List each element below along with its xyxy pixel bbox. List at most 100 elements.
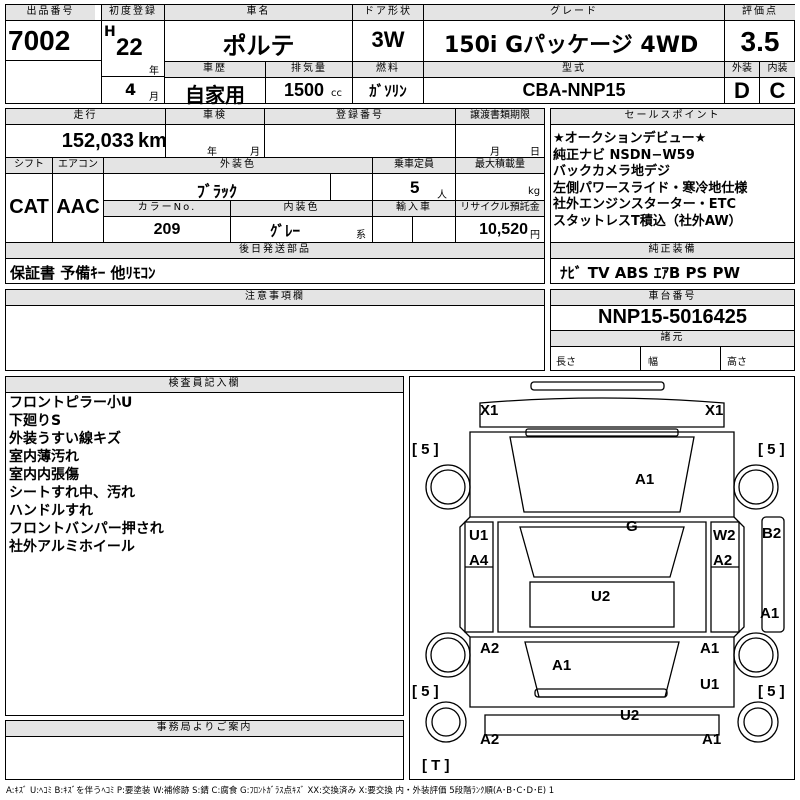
sales-point-line: 純正ナビ NSDN−W59 xyxy=(553,147,695,163)
car-name-label: 車名 xyxy=(165,5,352,20)
shift: CAT xyxy=(9,196,49,218)
year-unit: 年 xyxy=(149,66,159,77)
diag-right-rear-quarter: U1 xyxy=(700,676,720,693)
displacement-label: 排気量 xyxy=(266,62,352,77)
sales-point-line: 社外エンジンスターター・ETC xyxy=(553,197,737,212)
parts-label: 後日発送部品 xyxy=(6,243,544,258)
recycle-label: リサイクル預託金 xyxy=(456,201,544,216)
color-no: 209 xyxy=(153,221,181,238)
color-label: 外装色 xyxy=(104,158,372,173)
caution-block xyxy=(5,289,545,371)
grade: 150i Gパッケージ 4WD xyxy=(444,33,699,58)
dims-label: 諸元 xyxy=(551,331,794,346)
chassis-block xyxy=(550,289,795,371)
ac-label: エアコン xyxy=(53,158,103,173)
diag-right-rear: A1 xyxy=(700,640,720,657)
diag-left-front-door: A4 xyxy=(469,552,489,569)
plate-label: 登録番号 xyxy=(265,109,455,124)
diag-left-pillar: U1 xyxy=(469,527,489,544)
recycle: 10,520 xyxy=(479,221,528,238)
transfer-month-unit: 月 xyxy=(490,147,500,158)
mileage-unit: km xyxy=(138,130,167,152)
diag-rear-left-corner: A2 xyxy=(480,731,500,748)
diag-hood: A1 xyxy=(635,471,655,488)
inspection-label: 車検 xyxy=(166,109,264,124)
door-type: 3W xyxy=(371,27,405,52)
ext-label: 外装 xyxy=(725,62,759,77)
inspector-note: ハンドルすれ xyxy=(9,503,93,519)
int-color: ｸﾞﾚｰ xyxy=(270,222,301,240)
diag-tire-fl: [ 5 ] xyxy=(412,441,439,458)
inspector-block xyxy=(5,376,404,716)
diag-tire-rl: [ 5 ] xyxy=(412,683,439,700)
sales-point-line: スタットレスT積込（社外AW） xyxy=(553,213,742,229)
int-score: C xyxy=(769,78,786,103)
sales-point-label: セールスポイント xyxy=(551,109,794,124)
insp-year-unit: 年 xyxy=(207,147,217,158)
score-label: 評価点 xyxy=(725,5,795,20)
history-label: 車歴 xyxy=(165,62,265,77)
diag-rear-bumper: U2 xyxy=(620,707,640,724)
inspector-note: 下廻りS xyxy=(9,413,62,429)
month-unit: 月 xyxy=(149,92,159,103)
displacement: 1500 xyxy=(284,80,325,100)
height-label: 高さ xyxy=(727,357,747,368)
diag-tire-fr: [ 5 ] xyxy=(758,441,785,458)
load-label: 最大積載量 xyxy=(456,158,544,173)
model-label: 型式 xyxy=(424,62,724,77)
mileage: 152,033 xyxy=(61,130,134,152)
import-label: 輸入車 xyxy=(373,201,455,216)
capacity-label: 乗車定員 xyxy=(373,158,455,173)
equipment-label: 純正装備 xyxy=(551,243,794,258)
diag-windshield: G xyxy=(626,518,638,535)
diag-x1-right: X1 xyxy=(705,402,724,419)
load-unit: kg xyxy=(528,186,541,197)
grade-label: グレード xyxy=(424,5,724,20)
color: ﾌﾞﾗｯｸ xyxy=(196,182,237,201)
shift-label: シフト xyxy=(6,158,52,173)
sales-point-line: 左側パワースライド・寒冷地仕様 xyxy=(553,180,748,196)
ext-score: D xyxy=(734,78,750,103)
int-color-unit: 系 xyxy=(356,230,366,241)
office-block xyxy=(5,720,404,780)
diag-rear-left-panel: A1 xyxy=(552,657,572,674)
diag-right-front-door: A2 xyxy=(713,552,733,569)
diag-right-fender: B2 xyxy=(762,525,782,542)
diag-right-pillar: W2 xyxy=(713,527,736,544)
transfer-day-unit: 日 xyxy=(530,147,540,158)
equipment-items: ﾅﾋﾞ TV ABS ｴｱB PS PW xyxy=(560,264,741,282)
header-block xyxy=(5,4,795,104)
era: H xyxy=(104,24,116,40)
inspector-note: フロントピラー小U xyxy=(9,395,133,411)
displacement-unit: cc xyxy=(331,88,342,99)
lot-no: 7002 xyxy=(8,25,71,56)
inspector-note: フロントバンパー押され xyxy=(9,521,164,537)
int-color-label: 内装色 xyxy=(231,201,372,216)
sales-point-line: ★オークションデビュー★ xyxy=(553,131,707,146)
chassis-label: 車台番号 xyxy=(551,290,794,305)
fuel-label: 燃料 xyxy=(353,62,423,77)
transfer-label: 譲渡書類期限 xyxy=(456,109,544,124)
diag-right-front-panel: A1 xyxy=(760,605,780,622)
door-label: ドア形状 xyxy=(353,5,423,20)
reg-month: 4 xyxy=(125,80,137,99)
width-label: 幅 xyxy=(648,357,658,368)
model: CBA-NNP15 xyxy=(522,80,626,100)
office-label: 事務局よりご案内 xyxy=(6,721,403,736)
diag-rear-right-corner: A1 xyxy=(702,731,722,748)
capacity: 5 xyxy=(410,178,420,197)
chassis-number: NNP15-5016425 xyxy=(598,306,747,328)
caution-label: 注意事項欄 xyxy=(6,290,544,305)
int-label: 内装 xyxy=(760,62,795,77)
fuel: ｶﾞｿﾘﾝ xyxy=(369,82,407,100)
insp-month-unit: 月 xyxy=(250,147,260,158)
diag-roof: U2 xyxy=(591,588,611,605)
legend: A:ｷｽﾞ U:ﾍｺﾐ B:ｷｽﾞを伴うﾍｺﾐ P:要塗装 W:補修跡 S:錆 … xyxy=(6,786,555,796)
first-reg-label: 初度登録 xyxy=(102,5,164,20)
history: 自家用 xyxy=(185,83,245,107)
diag-spare: [ T ] xyxy=(422,757,450,774)
car-name: ポルテ xyxy=(222,32,295,60)
recycle-unit: 円 xyxy=(530,230,540,241)
sales-point-list: ★オークションデビュー★ 純正ナビ NSDN−W59 バックカメラ地デジ 左側パ… xyxy=(553,131,793,230)
sales-point-block xyxy=(550,108,795,284)
